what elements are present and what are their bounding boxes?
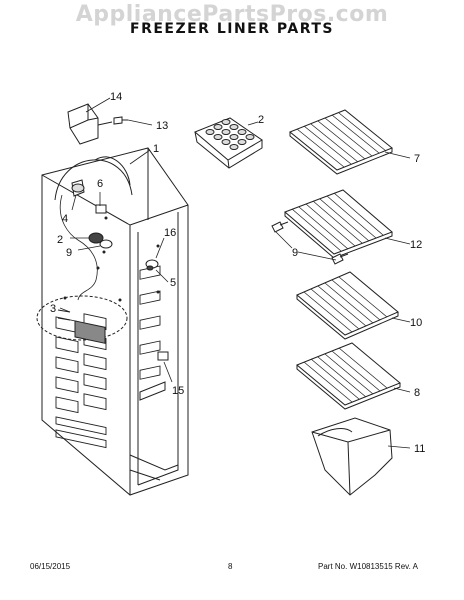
footer-date: 06/15/2015: [30, 562, 71, 571]
callout-12: 12: [410, 239, 422, 251]
wire-shelf-12: [284, 189, 393, 259]
footer-part-number: Part No. W10813515 Rev. A: [318, 562, 418, 571]
screw: [113, 116, 128, 125]
watermark-text: AppliancePartsPros.com: [75, 2, 389, 27]
shelf-support-lower: [331, 253, 349, 265]
callout-7: 7: [414, 153, 420, 165]
cover-strip: [139, 381, 166, 401]
temperature-knob: [88, 232, 113, 249]
callout-10: 10: [410, 317, 422, 329]
callout-6: 6: [97, 178, 103, 190]
light-socket: [71, 179, 85, 197]
callout-1: 1: [153, 143, 159, 155]
callout-9-shelf: 9: [292, 247, 298, 259]
callout-2-knob: 2: [57, 234, 63, 246]
callout-14: 14: [110, 91, 122, 103]
callout-16: 16: [164, 227, 176, 239]
callout-8: 8: [414, 387, 420, 399]
wire-shelf-top: [289, 109, 393, 175]
door-bin: [311, 417, 393, 496]
bracket-15: [157, 351, 169, 361]
wire-shelf-10: [296, 271, 399, 340]
hinge-bracket: [67, 103, 113, 145]
callout-labels: 14 13 1 2 7 6 4 2 9 16 12 9 5 3 10 15 8 …: [50, 91, 425, 455]
ice-tray: [194, 117, 263, 169]
wire-shelf-8: [296, 342, 401, 410]
footer-page-number: 8: [228, 562, 233, 571]
callout-15: 15: [172, 385, 184, 397]
callout-3: 3: [50, 303, 56, 315]
switch-block: [95, 204, 107, 214]
callout-11: 11: [414, 443, 425, 455]
wire-harness: [59, 194, 98, 301]
callout-4: 4: [62, 213, 68, 225]
freezer-liner: [41, 147, 189, 496]
callout-13: 13: [156, 120, 168, 132]
shelf-support-upper: [271, 221, 289, 233]
callout-5: 5: [170, 277, 176, 289]
page-title: FREEZER LINER PARTS: [130, 21, 334, 37]
leader-lines: [59, 97, 411, 449]
callout-9-liner: 9: [66, 247, 72, 259]
callout-2-ice-tray: 2: [258, 114, 264, 126]
control-panel: [36, 295, 128, 344]
rail-connector-left: [145, 259, 159, 271]
